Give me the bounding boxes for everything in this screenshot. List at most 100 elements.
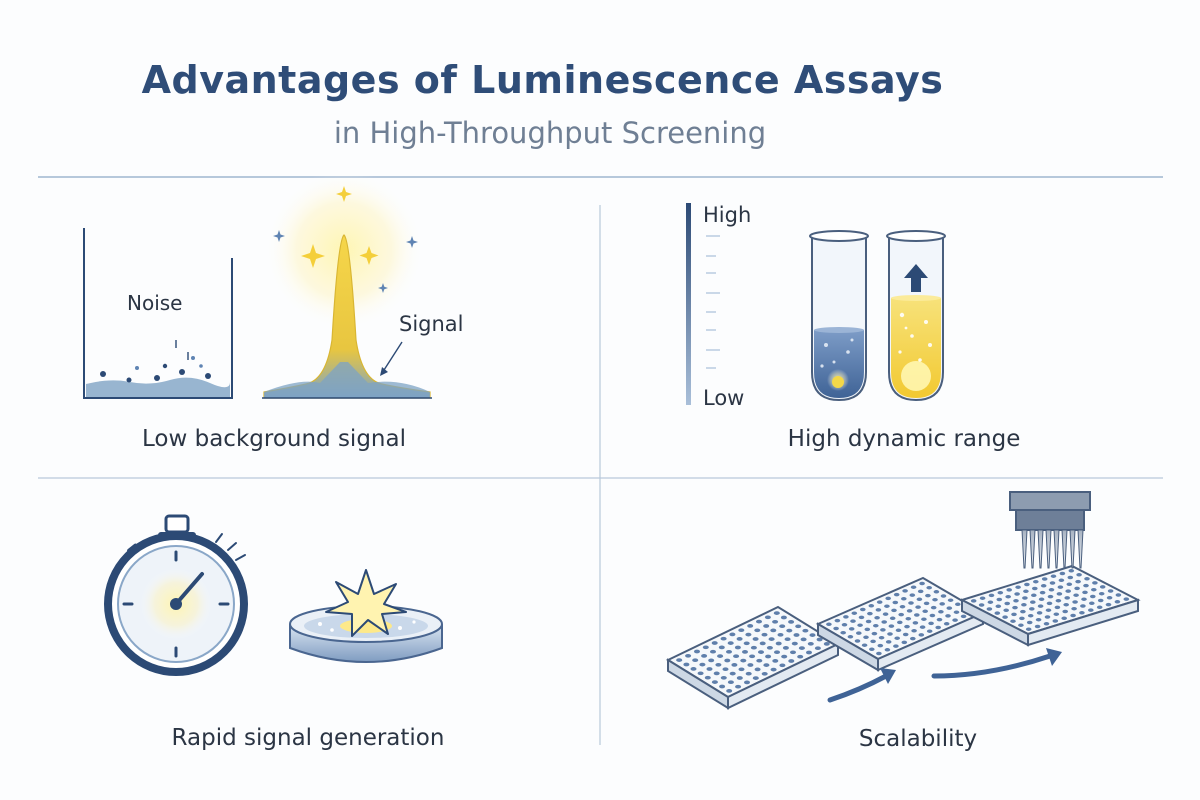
plate-well — [1005, 594, 1011, 599]
plate-well — [1099, 585, 1106, 589]
plate-well — [1076, 573, 1082, 577]
plate-well — [915, 605, 921, 609]
plate-well — [1013, 599, 1019, 603]
plate-well — [841, 623, 848, 627]
plate-well — [935, 625, 941, 630]
plate-well — [798, 646, 805, 650]
signal-label: Signal — [399, 312, 464, 336]
plate-well — [752, 676, 759, 680]
plate-well — [1037, 604, 1044, 608]
plate-well — [1106, 596, 1113, 600]
plate-well — [970, 599, 977, 603]
plate-well — [995, 604, 1002, 609]
plate-well — [833, 626, 839, 631]
plate-well — [1010, 619, 1016, 623]
plate-well — [894, 636, 900, 640]
plate-well — [910, 636, 916, 641]
plate-well — [1020, 609, 1026, 614]
plate-well — [791, 641, 798, 646]
plate-well — [1096, 605, 1103, 610]
plate-well — [864, 627, 871, 632]
plate-well — [781, 654, 788, 659]
plate-well — [893, 592, 900, 597]
plate-well — [720, 675, 727, 680]
plate-well — [922, 609, 928, 614]
plate-well — [1089, 601, 1095, 606]
plate-well — [1073, 593, 1079, 597]
plate-well — [786, 628, 793, 633]
plate-well — [908, 601, 914, 605]
plate-well — [770, 667, 777, 672]
plate-well — [752, 637, 759, 641]
plate-well — [736, 637, 743, 641]
plate-well — [921, 617, 927, 621]
plate-well — [994, 611, 1001, 615]
plate-well — [873, 623, 879, 628]
plate-well — [727, 680, 734, 685]
plate-well — [694, 649, 700, 654]
plate-well — [708, 658, 715, 663]
plate-well — [724, 658, 731, 663]
plate-well — [750, 645, 757, 650]
low-background-label: Low background signal — [142, 426, 406, 452]
workflow-arrow-1-icon — [827, 668, 896, 703]
plate-well — [1040, 584, 1047, 588]
plate-well — [916, 597, 923, 602]
plate-well — [1050, 574, 1057, 578]
plate-well — [734, 645, 741, 650]
plate-well — [875, 608, 882, 612]
plate-well — [747, 624, 754, 628]
plate-well — [1021, 603, 1027, 607]
plate-well — [793, 633, 800, 637]
plate-well — [1115, 593, 1122, 597]
plate-well — [697, 671, 704, 676]
plate-well — [706, 667, 713, 671]
plate-well — [857, 623, 863, 627]
noise-label: Noise — [127, 291, 182, 315]
plate-well — [929, 613, 936, 618]
plate-well — [1088, 608, 1094, 612]
plate-well — [996, 597, 1003, 602]
plate-well — [911, 629, 917, 633]
plate-well — [1004, 601, 1010, 606]
plate-well — [856, 631, 862, 635]
plate-well — [1006, 588, 1012, 592]
plate-well — [701, 654, 708, 658]
plate-well — [914, 613, 920, 617]
plate-well — [773, 611, 780, 615]
plate-well — [861, 643, 868, 647]
plate-well — [1071, 606, 1077, 611]
plate-well — [955, 602, 961, 607]
plate-well — [863, 635, 869, 640]
plate-well — [938, 610, 944, 614]
plate-well — [1055, 598, 1062, 603]
plate-well — [710, 649, 716, 654]
plate-well — [1063, 602, 1069, 607]
plate-well — [870, 639, 876, 644]
plate-well — [887, 632, 893, 636]
petri-dish-flash-icon — [286, 569, 446, 663]
plate-well — [1012, 605, 1018, 610]
plate-well — [919, 581, 925, 586]
plate-well — [946, 606, 953, 610]
plate-well — [790, 650, 796, 655]
plate-well — [910, 585, 917, 589]
plate-well — [834, 618, 841, 623]
plate-well — [788, 620, 795, 624]
plate-well — [756, 658, 763, 663]
microplate-2-icon — [815, 576, 986, 672]
plate-well — [683, 662, 690, 667]
plate-well — [726, 689, 733, 693]
signal-peak-icon — [262, 170, 432, 399]
plate-well — [1065, 589, 1071, 593]
plate-well — [851, 611, 858, 615]
microplate-1-icon — [665, 605, 841, 710]
plate-well — [1032, 586, 1038, 591]
plate-well — [1072, 600, 1078, 604]
plate-well — [1003, 608, 1009, 613]
plate-well — [1097, 598, 1104, 603]
plate-well — [738, 628, 745, 633]
plate-well — [869, 647, 875, 652]
plate-well — [1053, 612, 1060, 616]
plate-well — [749, 654, 756, 659]
